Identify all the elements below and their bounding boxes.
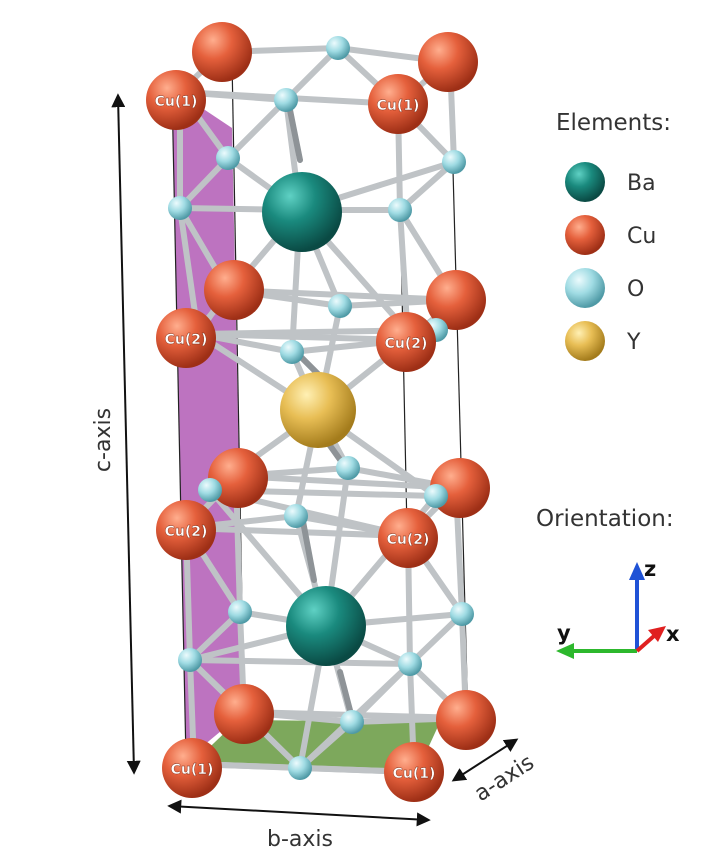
cu2-atom	[156, 308, 216, 368]
b-axis-label: b-axis	[267, 827, 333, 852]
o-atom	[274, 88, 298, 112]
cu-atom	[204, 260, 264, 320]
a-axis-arrow	[451, 738, 519, 782]
cu-atom	[192, 22, 252, 82]
o-atom	[216, 146, 240, 170]
site-labels: Cu(1) Cu(1) Cu(2) Cu(2) Cu(2) Cu(2) Cu(1…	[154, 94, 436, 782]
cu2-atom	[376, 312, 436, 372]
o-atom	[228, 600, 252, 624]
o-atom	[328, 294, 352, 318]
cu1-atom	[146, 70, 206, 130]
orientation-widget: Orientation: z y x	[536, 506, 680, 659]
o-atom	[442, 150, 466, 174]
y-atom	[280, 372, 356, 448]
legend-title: Elements:	[556, 110, 671, 136]
x-label: x	[666, 622, 680, 646]
cu-atom	[214, 684, 274, 744]
c-axis-arrow	[111, 93, 141, 775]
o-atom	[326, 36, 350, 60]
b-axis-arrow	[167, 799, 431, 827]
legend-swatch-o	[565, 268, 605, 308]
legend-label-cu: Cu	[627, 224, 656, 249]
cu2-label-upper-right: Cu(2)	[385, 336, 428, 352]
cu1-label-bottom-left: Cu(1)	[171, 762, 214, 778]
a-axis-label: a-axis	[470, 750, 539, 807]
legend-label-o: O	[627, 277, 644, 302]
cu1-label-top-left: Cu(1)	[155, 94, 198, 110]
y-label: y	[557, 621, 571, 645]
ba-atom	[286, 586, 366, 666]
cu1-atom	[384, 742, 444, 802]
z-label: z	[644, 557, 656, 581]
x-arrowhead	[648, 626, 666, 642]
cu-atom	[208, 448, 268, 508]
o-atom	[288, 756, 312, 780]
cu2-label-lower-right: Cu(2)	[387, 532, 430, 548]
cu2-label-upper-left: Cu(2)	[165, 332, 208, 348]
o-atom	[388, 198, 412, 222]
orientation-title: Orientation:	[536, 506, 674, 532]
cu1-label-bottom-right: Cu(1)	[393, 766, 436, 782]
o-atom	[398, 652, 422, 676]
o-atom	[178, 648, 202, 672]
cu-atom	[436, 690, 496, 750]
cu1-atom	[368, 74, 428, 134]
z-arrowhead	[629, 562, 645, 580]
cu-atom	[418, 32, 478, 92]
c-axis-label: c-axis	[91, 408, 116, 472]
cu2-atom	[156, 500, 216, 560]
o-atom	[450, 602, 474, 626]
o-atom	[424, 484, 448, 508]
o-atom	[340, 710, 364, 734]
legend-label-y: Y	[626, 330, 641, 355]
legend-swatch-ba	[565, 162, 605, 202]
legend-swatch-cu	[565, 215, 605, 255]
y-arrowhead	[556, 643, 574, 659]
cu-atom	[426, 270, 486, 330]
o-atom	[280, 340, 304, 364]
o-atom	[284, 504, 308, 528]
x-arrow	[635, 634, 656, 653]
o-atom	[336, 456, 360, 480]
o-atom	[168, 196, 192, 220]
ba-atom	[262, 172, 342, 252]
cu2-label-lower-left: Cu(2)	[165, 524, 208, 540]
legend-swatch-y	[565, 321, 605, 361]
cu1-atom	[162, 738, 222, 798]
cu2-atom	[378, 508, 438, 568]
legend-label-ba: Ba	[627, 171, 656, 196]
atoms	[146, 22, 496, 802]
cu1-label-top-right: Cu(1)	[377, 98, 420, 114]
o-atom	[198, 478, 222, 502]
